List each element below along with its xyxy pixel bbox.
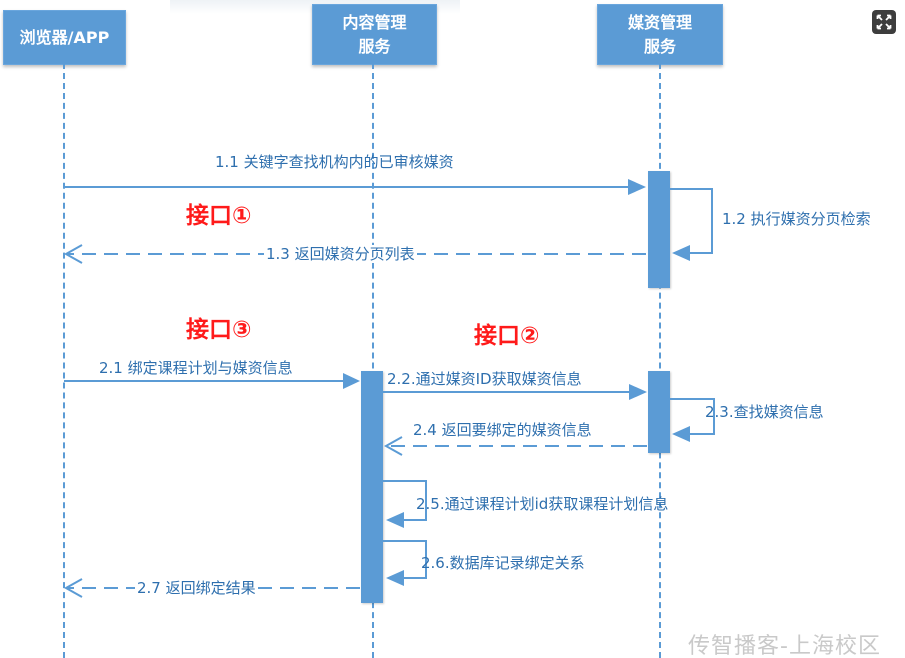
participant-media-service: 媒资管理 服务 <box>597 4 723 65</box>
participant-content-service: 内容管理 服务 <box>312 4 437 65</box>
participant-media-label-line1: 媒资管理 <box>627 12 692 32</box>
message-2-5-label: 2.5.通过课程计划id获取课程计划信息 <box>416 495 669 513</box>
expand-icon <box>876 14 892 30</box>
message-1-1-label: 1.1 关键字查找机构内的已审核媒资 <box>215 153 454 171</box>
arrow-2-1 <box>64 373 360 389</box>
interface-1-label: 接口① <box>186 203 252 229</box>
interface-2-label: 接口② <box>474 323 540 349</box>
arrow-2-2 <box>383 384 647 400</box>
message-2-4-label: 2.4 返回要绑定的媒资信息 <box>411 421 594 439</box>
message-2-6-label: 2.6.数据库记录绑定关系 <box>421 554 585 572</box>
arrow-2-6-self <box>383 540 427 586</box>
expand-button[interactable] <box>872 10 896 34</box>
lifeline-media <box>659 63 661 658</box>
lifeline-browser <box>63 63 65 658</box>
message-1-3-label: 1.3 返回媒资分页列表 <box>264 245 417 263</box>
lifeline-content <box>372 63 374 658</box>
participant-browser-label: 浏览器/APP <box>19 27 110 47</box>
arrow-1-1 <box>64 179 646 195</box>
message-1-2-label: 1.2 执行媒资分页检索 <box>722 210 871 228</box>
interface-3-label: 接口③ <box>186 317 252 343</box>
message-2-2-label: 2.2.通过媒资ID获取媒资信息 <box>387 370 582 388</box>
message-2-3-label: 2.3.查找媒资信息 <box>705 403 824 421</box>
arrow-2-5-self <box>383 480 427 528</box>
message-2-7-label: 2.7 返回绑定结果 <box>135 579 258 597</box>
participant-content-label-line1: 内容管理 <box>342 12 407 32</box>
activation-media-1 <box>648 171 670 288</box>
message-2-1-label: 2.1 绑定课程计划与媒资信息 <box>99 359 293 377</box>
participant-media-label-line2: 服务 <box>643 36 676 56</box>
arrow-2-3-self <box>670 398 715 442</box>
arrow-1-2-self <box>670 188 713 261</box>
arrow-2-4-return <box>383 436 647 456</box>
watermark: 传智播客-上海校区 <box>688 634 881 658</box>
participant-content-label-line2: 服务 <box>358 36 391 56</box>
activation-media-2 <box>648 371 670 453</box>
activation-content <box>361 371 383 603</box>
